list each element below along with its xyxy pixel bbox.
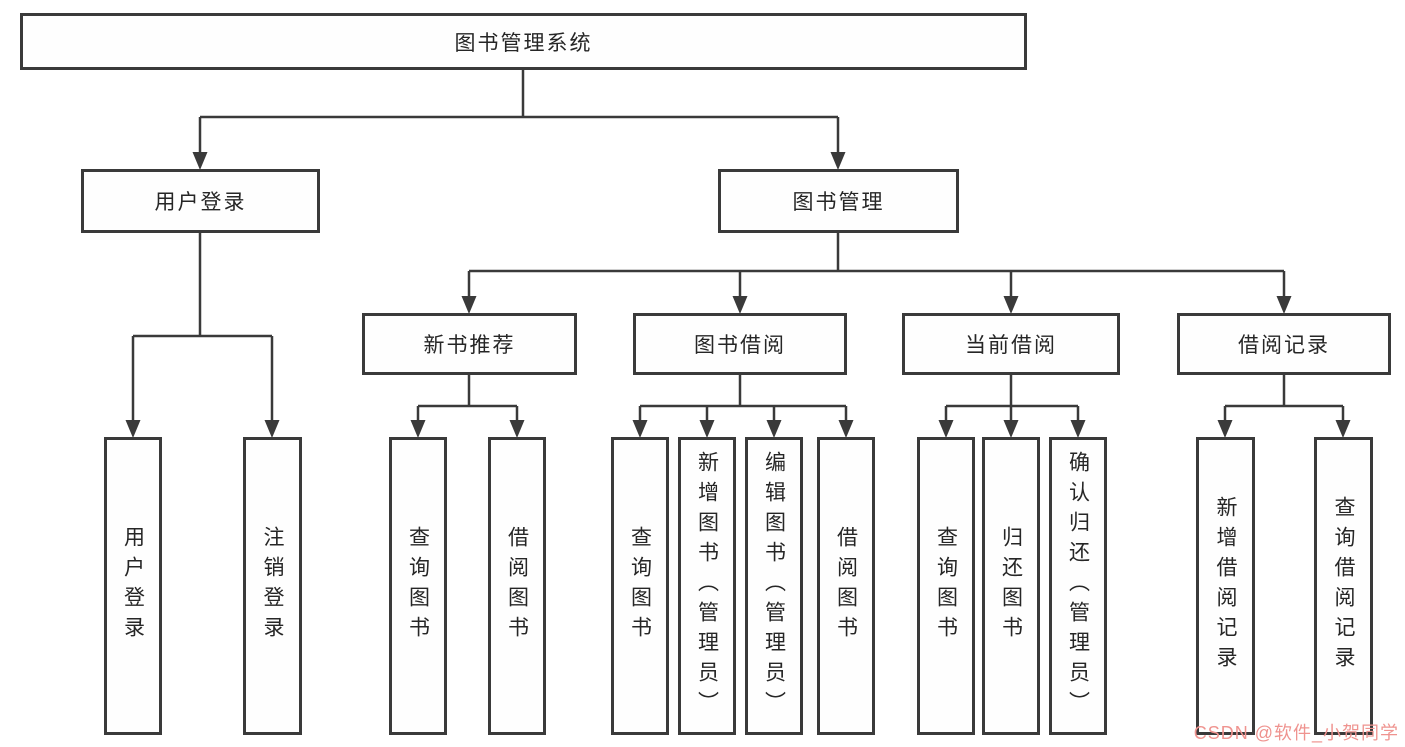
node-label: 归还图书: [999, 526, 1023, 646]
node-leaf-add-borrow-record: 新增借阅记录: [1196, 437, 1255, 735]
node-label: 新增图书（管理员）: [695, 451, 719, 721]
node-label: 用户登录: [154, 191, 247, 214]
csdn-watermark: CSDN @软件_小贺同学: [1193, 723, 1399, 743]
node-leaf-edit-books-admin: 编辑图书（管理员）: [745, 437, 803, 735]
node-label: 当前借阅: [965, 334, 1057, 357]
node-label: 图书管理系统: [454, 31, 593, 55]
node-label: 查询图书: [934, 526, 958, 646]
node-label: 借阅图书: [834, 526, 858, 646]
node-label: 查询图书: [406, 526, 430, 646]
connector-lines: [131, 70, 1345, 422]
node-leaf-search-borrow-record: 查询借阅记录: [1314, 437, 1373, 735]
node-label: 借阅图书: [505, 526, 529, 646]
node-label: 查询借阅记录: [1332, 496, 1355, 676]
node-borrow-records: 借阅记录: [1177, 313, 1391, 375]
node-label: 新书推荐: [423, 334, 516, 357]
node-library-management-system: 图书管理系统: [20, 13, 1027, 70]
node-book-management: 图书管理: [718, 169, 959, 233]
node-new-book-recommend: 新书推荐: [362, 313, 577, 375]
node-label: 图书管理: [792, 191, 885, 214]
node-leaf-borrow-books: 借阅图书: [488, 437, 546, 735]
node-leaf-confirm-return-admin: 确认归还（管理员）: [1049, 437, 1107, 735]
node-user-login: 用户登录: [81, 169, 320, 233]
node-label: 确认归还（管理员）: [1066, 451, 1090, 721]
node-leaf-search-books: 查询图书: [611, 437, 669, 735]
node-leaf-logout: 注销登录: [243, 437, 302, 735]
node-leaf-search-books: 查询图书: [389, 437, 447, 735]
node-leaf-borrow-books: 借阅图书: [817, 437, 875, 735]
node-label: 新增借阅记录: [1214, 496, 1237, 676]
node-label: 借阅记录: [1238, 334, 1330, 357]
node-label: 注销登录: [261, 526, 284, 646]
node-label: 图书借阅: [694, 334, 786, 357]
node-label: 查询图书: [628, 526, 652, 646]
node-current-borrow: 当前借阅: [902, 313, 1120, 375]
node-label: 用户登录: [121, 526, 145, 646]
node-leaf-search-books: 查询图书: [917, 437, 975, 735]
node-leaf-user-login: 用户登录: [104, 437, 162, 735]
node-label: 编辑图书（管理员）: [762, 451, 786, 721]
node-leaf-return-books: 归还图书: [982, 437, 1040, 735]
node-leaf-add-books-admin: 新增图书（管理员）: [678, 437, 736, 735]
node-book-borrow: 图书借阅: [633, 313, 847, 375]
